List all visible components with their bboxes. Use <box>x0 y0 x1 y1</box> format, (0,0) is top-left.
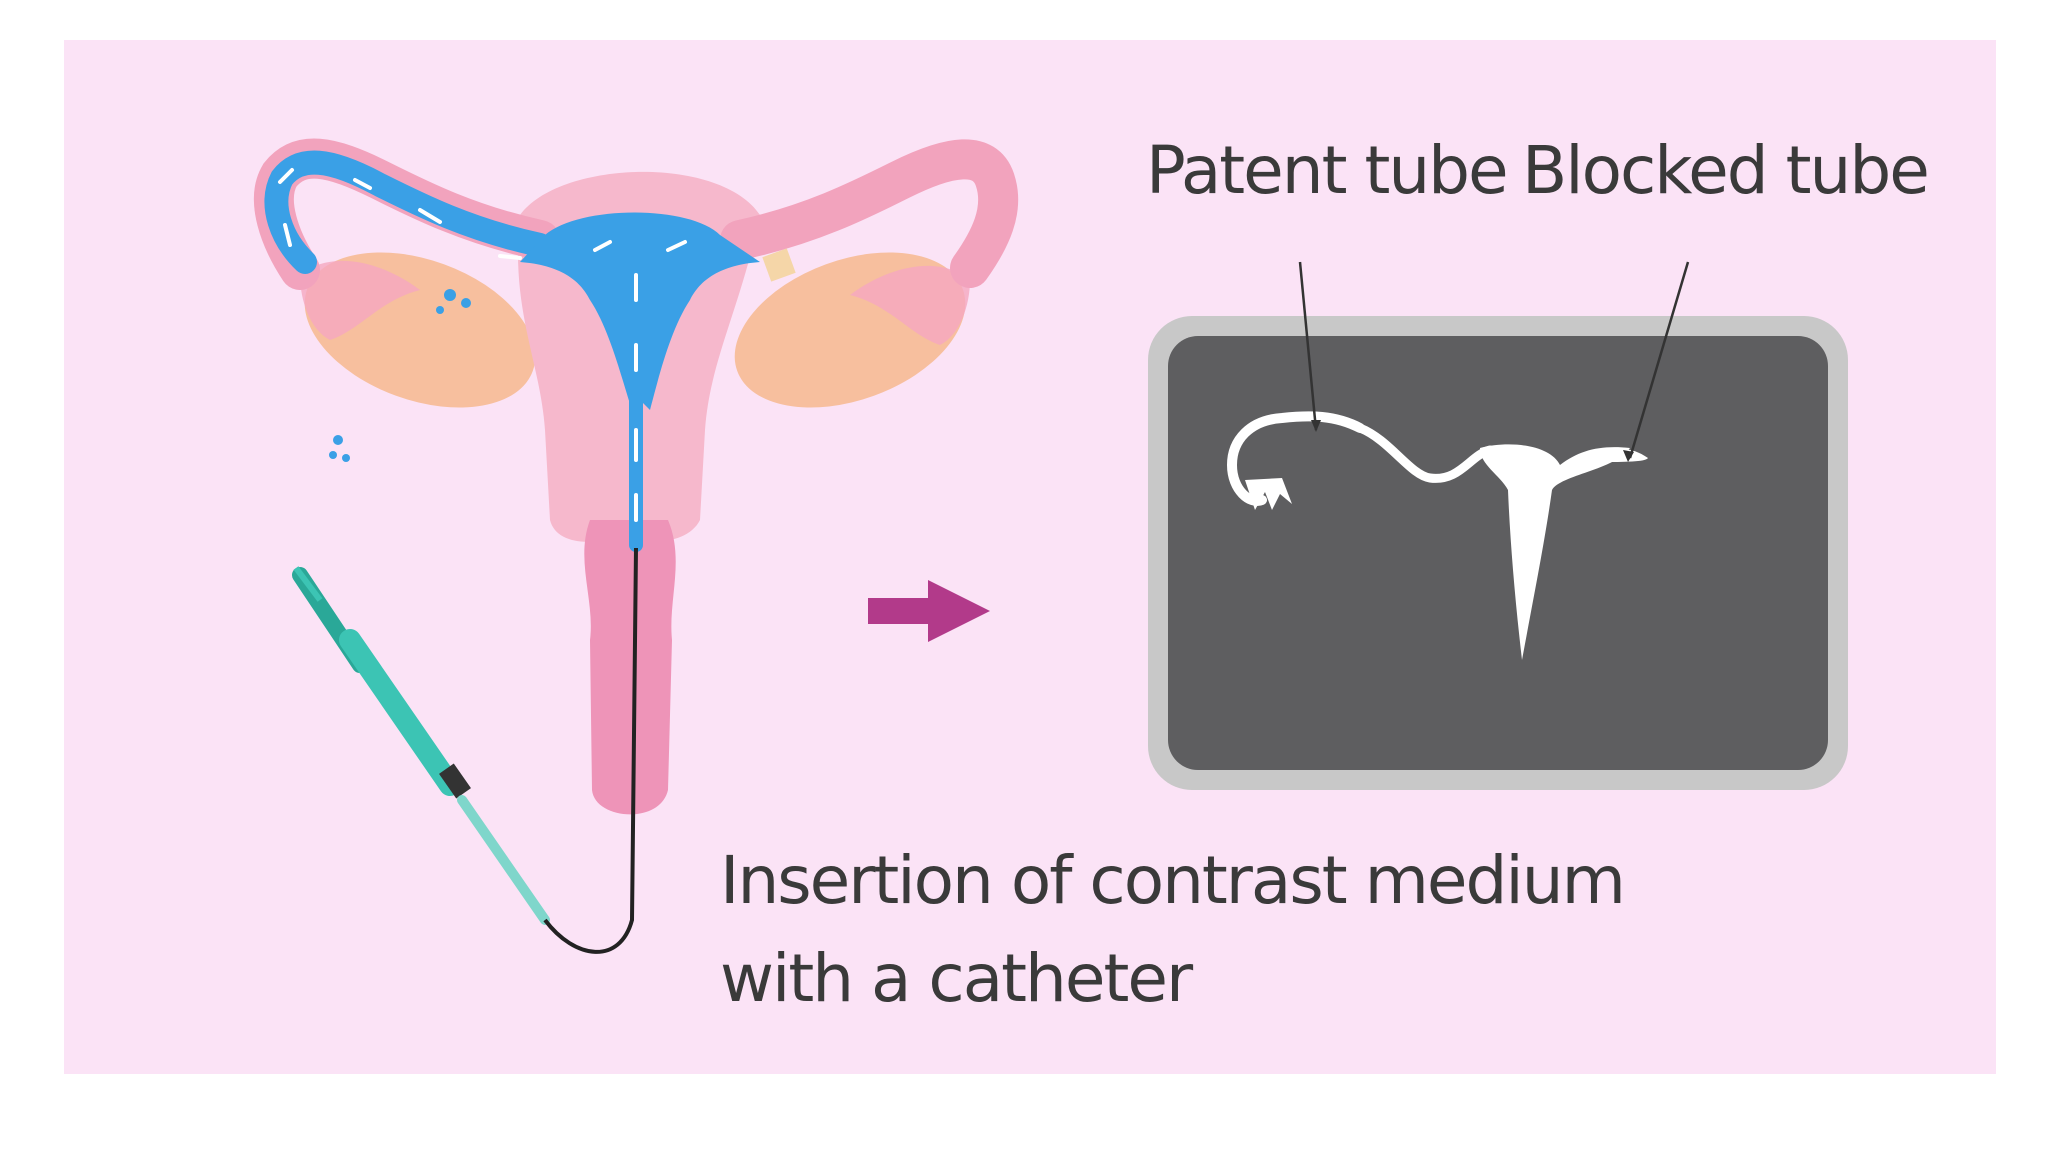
caption-line-2: with a catheter <box>720 940 1193 1017</box>
left-tube-contrast <box>264 150 552 274</box>
left-fimbriae <box>300 260 420 340</box>
caption-line-1: Insertion of contrast medium <box>720 842 1626 919</box>
vaginal-canal <box>584 520 676 815</box>
tube-blockage <box>762 248 796 282</box>
right-tube-tissue <box>720 139 1019 288</box>
right-fimbriae <box>850 265 970 345</box>
xray-screen <box>1168 336 1828 770</box>
syringe-collar <box>439 763 471 799</box>
spill-drops <box>329 289 471 462</box>
left-tube-tissue <box>253 138 560 290</box>
syringe-barrel <box>339 629 461 796</box>
catheter <box>543 547 638 954</box>
blocked-tube-pointer <box>1628 261 1690 459</box>
blocked-tube-label: Blocked tube <box>1522 132 1930 209</box>
patent-tube-label: Patent tube <box>1146 132 1509 209</box>
syringe-needle-hub <box>457 795 550 925</box>
process-arrow <box>868 580 990 642</box>
xray-hysterosalpingogram <box>1226 411 1648 660</box>
caption: Insertion of contrast medium with a cath… <box>720 832 1626 1028</box>
syringe-tip-cap <box>293 566 323 602</box>
flow-arrows <box>278 168 687 522</box>
syringe <box>292 566 550 925</box>
uterus-illustration <box>253 138 1019 815</box>
patent-tube-pointer <box>1298 261 1318 431</box>
uterine-cavity-contrast <box>520 212 760 410</box>
